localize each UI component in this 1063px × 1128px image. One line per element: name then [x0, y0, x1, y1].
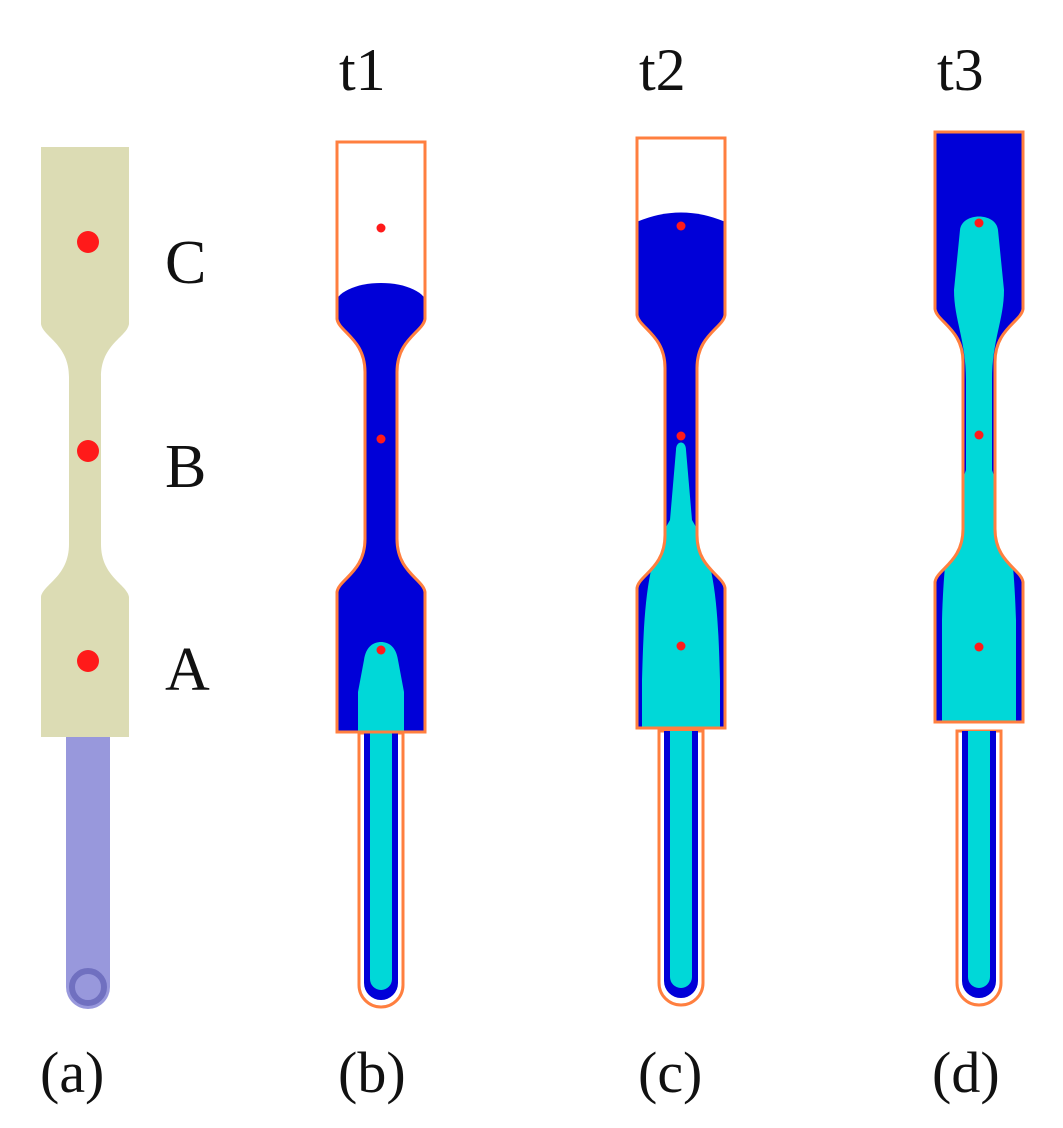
- tracking-point-c: [77, 231, 99, 253]
- time-label-t3: t3: [937, 37, 984, 103]
- tracking-point-c-t2: [676, 221, 686, 231]
- panel-c-fill-t2: [635, 136, 727, 1007]
- tracking-point-a-t1: [376, 645, 386, 655]
- tracking-point-b-t3: [974, 430, 984, 440]
- panel-b-fill-t1: [335, 140, 427, 1009]
- panel-label-c: (c): [638, 1040, 702, 1105]
- tracking-point-a-t2: [676, 641, 686, 651]
- tracking-point-a: [77, 650, 99, 672]
- panel-label-d: (d): [932, 1040, 1000, 1105]
- panel-label-b: (b): [338, 1040, 406, 1105]
- tracking-point-a-t3: [974, 642, 984, 652]
- time-label-t1: t1: [339, 37, 386, 103]
- panel-a-geometry: [41, 147, 129, 1009]
- runner-shape: [66, 735, 110, 1009]
- panel-label-a: (a): [40, 1040, 104, 1105]
- time-label-t2: t2: [639, 37, 686, 103]
- point-label-b: B: [165, 433, 206, 501]
- tracking-point-c-t1: [376, 223, 386, 233]
- gate-circle-icon: [69, 968, 107, 1006]
- point-label-c: C: [165, 229, 206, 297]
- tracking-point-b-t1: [376, 434, 386, 444]
- panel-d-fill-t3: [933, 130, 1025, 1007]
- tracking-point-b: [77, 440, 99, 462]
- tracking-point-b-t2: [676, 431, 686, 441]
- point-label-a: A: [165, 636, 210, 704]
- tracking-point-c-t3: [974, 218, 984, 228]
